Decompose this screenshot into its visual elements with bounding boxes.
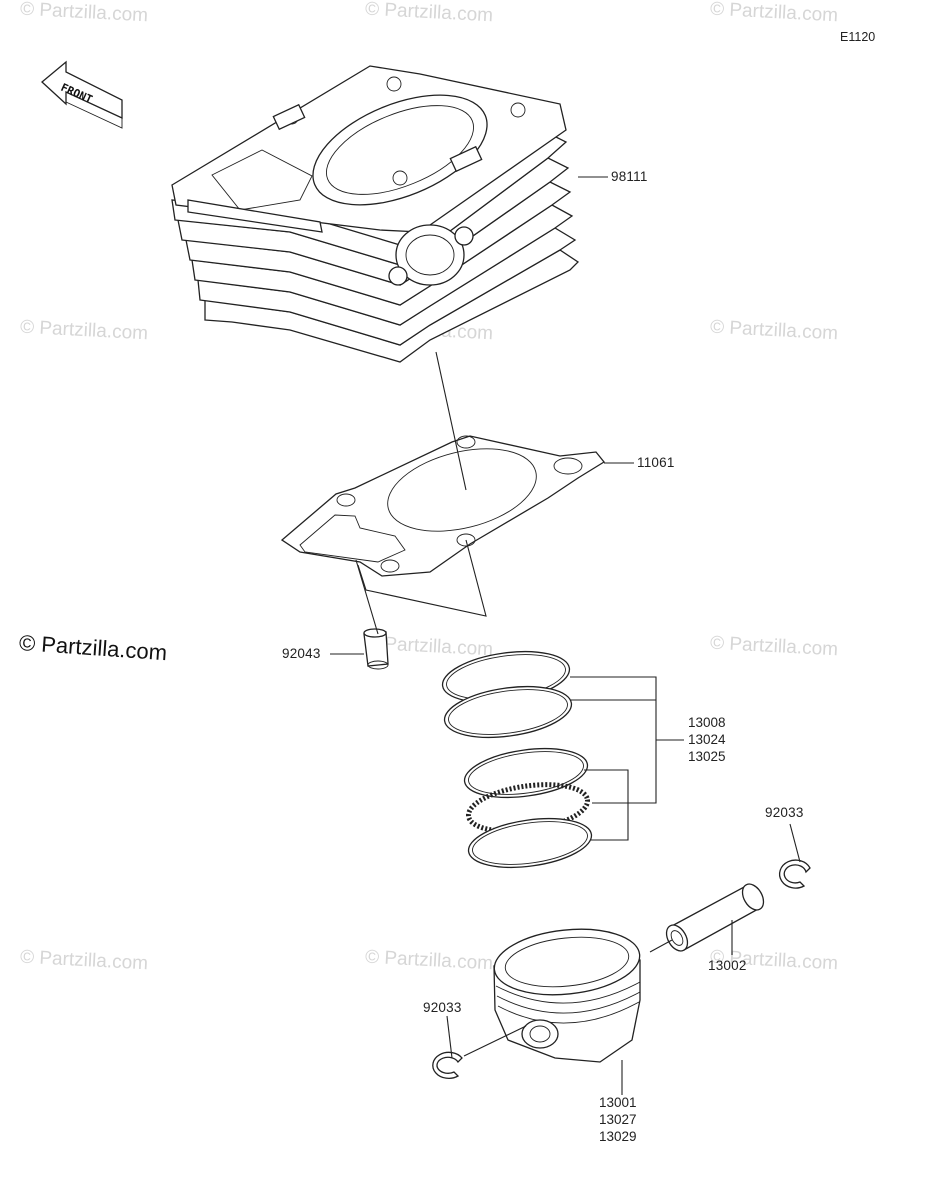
- part-number-13025[interactable]: 13025: [688, 749, 726, 764]
- front-arrow-icon: FRONT: [41, 60, 123, 129]
- piston-part: [493, 928, 641, 1063]
- piston-rings-part: [441, 650, 593, 869]
- snap-ring-part: [778, 859, 811, 889]
- part-number-92033-left[interactable]: 92033: [423, 1000, 462, 1015]
- part-number-13027[interactable]: 13027: [599, 1112, 637, 1127]
- snap-ring-part: [432, 1051, 463, 1080]
- piston-pin-part: [665, 883, 765, 952]
- dowel-pin-part: [363, 628, 389, 670]
- part-number-98111[interactable]: 98111: [611, 169, 648, 184]
- cylinder-part: [171, 65, 580, 363]
- part-number-13024[interactable]: 13024: [688, 732, 726, 747]
- cylinder-gasket-part: [280, 435, 605, 577]
- part-number-group-rings: 13008 13024 13025: [688, 714, 726, 765]
- part-number-92033-right[interactable]: 92033: [765, 805, 804, 820]
- part-number-group-piston: 13001 13027 13029: [599, 1094, 637, 1145]
- part-number-13002[interactable]: 13002: [708, 958, 747, 973]
- part-number-13008[interactable]: 13008: [688, 715, 726, 730]
- leader-lines: [330, 176, 801, 1095]
- part-number-13001[interactable]: 13001: [599, 1095, 637, 1110]
- part-number-11061[interactable]: 11061: [637, 455, 675, 470]
- part-number-92043[interactable]: 92043: [282, 646, 321, 661]
- diagram-code: E1120: [840, 30, 876, 44]
- part-number-13029[interactable]: 13029: [599, 1129, 637, 1144]
